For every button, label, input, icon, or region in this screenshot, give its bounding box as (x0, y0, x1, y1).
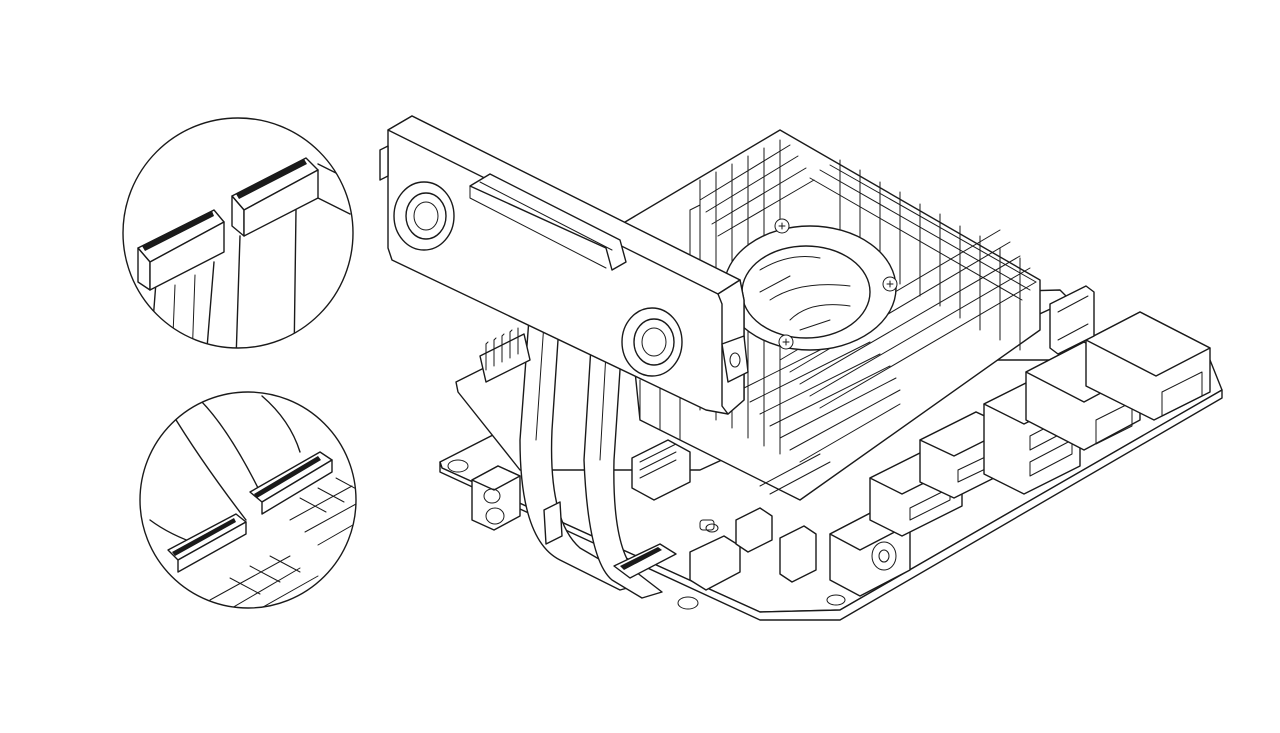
detail-board-connector-a (167, 513, 247, 573)
pin-header-block (631, 439, 691, 501)
rear-connector-slot (1049, 285, 1095, 355)
board-small-components (689, 453, 831, 591)
cooling-fan (723, 218, 898, 351)
detail-connector-left (137, 209, 225, 291)
ethernet-ports (1025, 311, 1211, 451)
board-camera-connectors (543, 501, 677, 579)
left-camera-lens (393, 181, 455, 251)
detail-connector-right (231, 157, 319, 237)
stereo-camera-module (379, 115, 749, 415)
camera-connector-detail (122, 117, 354, 349)
detail-board-connector-b (249, 451, 333, 515)
board-connector-detail (139, 391, 357, 609)
power-connector (471, 465, 521, 531)
gpio-header-pins (479, 327, 531, 383)
right-camera-lens (621, 307, 683, 377)
